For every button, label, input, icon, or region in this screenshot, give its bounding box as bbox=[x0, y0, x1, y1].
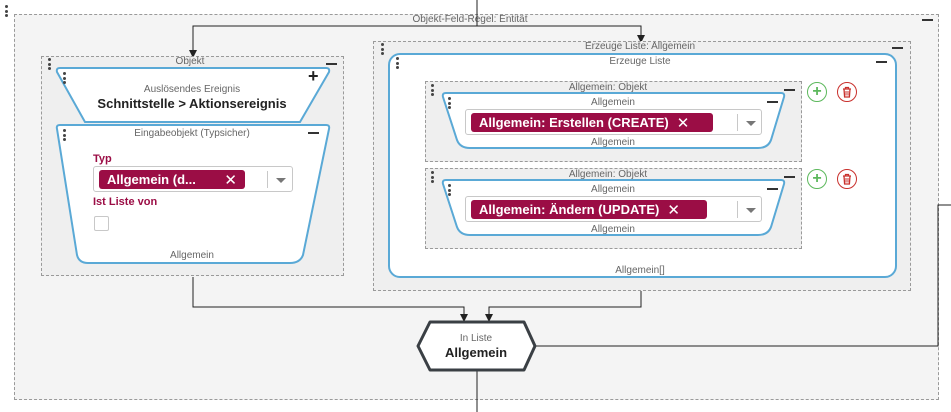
item-2-chevron-down-icon[interactable] bbox=[746, 208, 756, 213]
item-2-select-separator bbox=[737, 201, 738, 218]
item-1-chip-remove-icon[interactable]: ✕ bbox=[676, 114, 690, 132]
connector-to-liste bbox=[477, 25, 645, 43]
rule-collapse-button[interactable] bbox=[922, 19, 933, 21]
item-1-card-drag-handle[interactable] bbox=[448, 97, 452, 109]
typ-chip-label: Allgemein (d... bbox=[107, 172, 196, 187]
rule-title: Objekt-Feld-Regel: Entität bbox=[412, 14, 528, 25]
connector-to-objekt bbox=[189, 25, 477, 58]
item-2-chip-label: Allgemein: Ändern (UPDATE) bbox=[479, 202, 660, 217]
item-1-select-separator bbox=[737, 114, 738, 131]
item-2-chip: Allgemein: Ändern (UPDATE) ✕ bbox=[471, 200, 707, 219]
item-2-drag-handle[interactable] bbox=[431, 171, 435, 183]
item-1-footer: Allgemein bbox=[591, 137, 635, 148]
liste-collapse-button[interactable] bbox=[892, 47, 903, 49]
item-2-select[interactable]: Allgemein: Ändern (UPDATE) ✕ bbox=[465, 196, 762, 222]
item-1-title: Allgemein: Objekt bbox=[568, 82, 648, 93]
erzeuge-liste-footer: Allgemein[] bbox=[615, 265, 665, 276]
item-1-collapse-button[interactable] bbox=[784, 89, 795, 91]
item-1-add-button[interactable]: + bbox=[807, 82, 827, 102]
trigger-caption: Auslösendes Ereignis bbox=[143, 84, 241, 95]
connector-loop-back bbox=[535, 204, 951, 347]
erzeuge-liste-title: Erzeuge Liste bbox=[609, 56, 671, 67]
item-1-trash-icon bbox=[843, 86, 851, 98]
objekt-collapse-button[interactable] bbox=[326, 63, 337, 65]
list-label: Ist Liste von bbox=[93, 196, 158, 208]
liste-drag-handle[interactable] bbox=[381, 43, 385, 55]
item-1-select[interactable]: Allgemein: Erstellen (CREATE) ✕ bbox=[465, 109, 762, 135]
item-2-add-button[interactable]: + bbox=[807, 169, 827, 189]
erzeuge-liste-collapse-button[interactable] bbox=[876, 61, 887, 63]
trigger-drag-handle[interactable] bbox=[63, 72, 67, 84]
item-2-card-collapse-button[interactable] bbox=[767, 188, 778, 190]
typ-select-chevron-down-icon[interactable] bbox=[276, 178, 286, 183]
item-1-plus-icon: + bbox=[812, 83, 822, 100]
rule-drag-handle[interactable] bbox=[5, 5, 9, 17]
item-2-delete-button[interactable] bbox=[837, 169, 857, 189]
trigger-add-icon[interactable]: + bbox=[308, 66, 319, 86]
item-1-card-title: Allgemein bbox=[591, 97, 635, 108]
item-2-chip-remove-icon[interactable]: ✕ bbox=[667, 201, 680, 219]
typ-label: Typ bbox=[93, 153, 112, 165]
item-2-trash-icon bbox=[843, 173, 851, 185]
connector-objekt-out bbox=[192, 277, 468, 322]
item-1-chip: Allgemein: Erstellen (CREATE) ✕ bbox=[471, 113, 713, 132]
item-2-plus-icon: + bbox=[812, 170, 822, 187]
typ-chip-remove-icon[interactable]: ✕ bbox=[224, 171, 237, 189]
typ-select[interactable]: Allgemein (d... ✕ bbox=[93, 166, 293, 192]
item-2-collapse-button[interactable] bbox=[784, 176, 795, 178]
item-2-footer: Allgemein bbox=[591, 224, 635, 235]
item-2-card-title: Allgemein bbox=[591, 184, 635, 195]
connector-liste-out bbox=[485, 291, 642, 322]
item-1-chevron-down-icon[interactable] bbox=[746, 121, 756, 126]
liste-region-title: Erzeuge Liste: Allgemein bbox=[584, 41, 696, 52]
item-1-card-collapse-button[interactable] bbox=[767, 101, 778, 103]
objekt-region-title: Objekt bbox=[175, 56, 205, 67]
in-liste-caption: In Liste bbox=[459, 333, 493, 344]
input-drag-handle[interactable] bbox=[63, 129, 67, 141]
typ-select-separator bbox=[267, 171, 268, 188]
objekt-drag-handle[interactable] bbox=[48, 58, 52, 70]
input-footer: Allgemein bbox=[170, 250, 214, 261]
item-2-title: Allgemein: Objekt bbox=[568, 169, 648, 180]
item-2-card-drag-handle[interactable] bbox=[448, 184, 452, 196]
typ-chip: Allgemein (d... ✕ bbox=[99, 170, 245, 189]
item-1-chip-label: Allgemein: Erstellen (CREATE) bbox=[479, 115, 669, 130]
in-liste-value: Allgemein bbox=[444, 345, 508, 360]
input-caption: Eingabeobjekt (Typsicher) bbox=[134, 128, 250, 139]
erzeuge-liste-drag-handle[interactable] bbox=[396, 57, 400, 69]
input-collapse-button[interactable] bbox=[308, 132, 319, 134]
list-checkbox[interactable] bbox=[94, 216, 109, 231]
trigger-value: Schnittstelle > Aktionsereignis bbox=[97, 96, 287, 111]
item-1-drag-handle[interactable] bbox=[431, 84, 435, 96]
item-1-delete-button[interactable] bbox=[837, 82, 857, 102]
